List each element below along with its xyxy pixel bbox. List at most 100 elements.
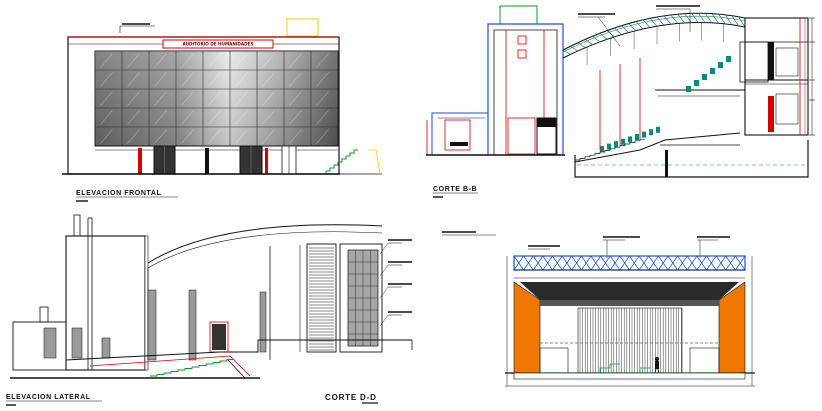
truss-diagonal [656, 16, 665, 26]
title-side-elevation: ELEVACION LATERAL [6, 394, 91, 401]
glass-reflection [316, 129, 329, 144]
glass-reflection [181, 129, 194, 144]
truss-diagonal [731, 15, 739, 26]
truss-diagonal [725, 255, 736, 271]
balcony-seat [726, 56, 731, 62]
auditorium-seat [614, 141, 618, 148]
truss-diagonal [599, 33, 608, 40]
glass-reflection [154, 53, 167, 68]
glass-reflection [154, 129, 167, 144]
truss-diagonal [523, 255, 534, 271]
glass-reflection [262, 72, 275, 87]
side-elevation: ELEVACION LATERAL CORTE D-D [6, 214, 413, 406]
truss-diagonal [561, 255, 573, 271]
glass-reflection [289, 110, 302, 125]
truss-diagonal [648, 255, 659, 271]
glass-reflection [127, 129, 140, 144]
truss-diagonal [698, 13, 706, 23]
truss-diagonal [696, 255, 707, 271]
glass-reflection [235, 110, 248, 125]
stair-tower [306, 243, 337, 353]
glass-reflection [100, 129, 113, 144]
glass-reflection [262, 91, 275, 106]
glass-reflection [316, 110, 329, 125]
glass-reflection [316, 53, 329, 68]
truss-diagonal [581, 255, 592, 271]
glass-reflection [262, 53, 275, 68]
truss-diagonal [513, 255, 524, 271]
title-section-bb: CORTE B-B [433, 186, 477, 193]
truss-diagonal [635, 21, 644, 30]
truss-diagonal [663, 15, 672, 25]
roof-truss-top [562, 12, 746, 51]
truss-diagonal [658, 255, 669, 271]
truss-diagonal [614, 27, 622, 35]
truss-diagonal [686, 255, 698, 271]
glass-reflection [100, 53, 113, 68]
balcony-seat [702, 74, 707, 80]
section-dd [442, 231, 755, 387]
balcony-seat [686, 86, 691, 92]
truss-diagonal [724, 14, 733, 25]
truss-diagonal [609, 255, 621, 271]
balcony-seat [718, 62, 723, 68]
truss-diagonal [542, 255, 553, 271]
truss-diagonal [585, 39, 593, 46]
note-leader [379, 264, 389, 277]
truss-diagonal [621, 25, 629, 33]
glass-reflection [208, 129, 221, 144]
auditorium-seat [621, 138, 625, 145]
truss-diagonal [711, 13, 719, 24]
glass-reflection [208, 53, 221, 68]
truss-diagonal [670, 14, 679, 24]
glass-reflection [235, 72, 248, 87]
glass-reflection [181, 91, 194, 106]
truss-diagonal [704, 13, 713, 24]
glass-reflection [208, 72, 221, 87]
glass-reflection [154, 91, 167, 106]
glass-reflection [154, 72, 167, 87]
glass-reflection [208, 91, 221, 106]
front-elevation: AUDITORIO DE HUMANIDADES ELEVACION FRONT… [62, 18, 382, 202]
note-leader [379, 314, 389, 327]
auditorium-seat [635, 134, 639, 140]
glass-reflection [154, 110, 167, 125]
truss-diagonal [629, 255, 640, 271]
auditorium-seat [642, 131, 646, 138]
glass-reflection [127, 110, 140, 125]
truss-diagonal [570, 46, 579, 52]
truss-diagonal [642, 19, 651, 28]
glass-reflection [181, 72, 194, 87]
glass-reflection [289, 72, 302, 87]
truss-diagonal [628, 23, 637, 31]
truss-diagonal [738, 16, 746, 28]
truss-diagonal [571, 255, 582, 271]
glass-reflection [100, 110, 113, 125]
glass-reflection [235, 91, 248, 106]
glass-reflection [316, 91, 329, 106]
glass-reflection [235, 129, 248, 144]
truss-diagonal [592, 35, 601, 43]
front-sign-text: AUDITORIO DE HUMANIDADES [182, 42, 253, 47]
note-leader [379, 286, 389, 299]
glass-reflection [181, 53, 194, 68]
truss-diagonal [735, 255, 746, 271]
glass-reflection [100, 91, 113, 106]
glass-reflection [127, 72, 140, 87]
truss-diagonal [600, 255, 611, 271]
auditorium-seat [649, 129, 653, 136]
auditorium-seat [600, 146, 604, 152]
front-sign-plate [162, 39, 274, 49]
truss-diagonal [532, 255, 544, 271]
glass-reflection [262, 129, 275, 144]
truss-diagonal [691, 13, 699, 23]
title-section-dd: CORTE D-D [325, 393, 377, 402]
truss-diagonal [619, 255, 630, 271]
truss-diagonal [718, 13, 726, 25]
auditorium-seat [607, 143, 611, 150]
truss-diagonal [684, 13, 692, 23]
glass-reflection [181, 110, 194, 125]
glass-reflection [127, 53, 140, 68]
truss-diagonal [552, 255, 563, 271]
